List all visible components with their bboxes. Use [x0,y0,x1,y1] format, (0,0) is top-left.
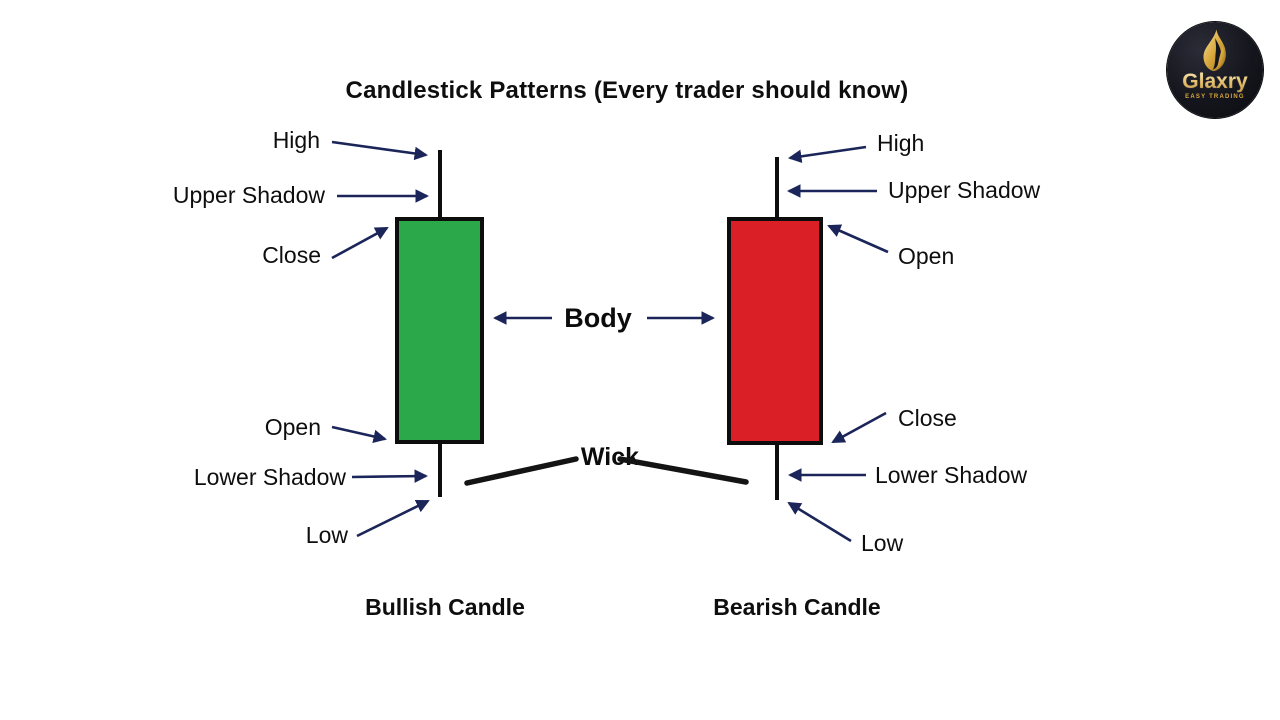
label-bullish-upper-shadow: Upper Shadow [172,182,325,208]
bearish-candle-body [727,217,823,445]
arrow-bullish-lower-shadow [351,469,429,483]
label-body: Body [564,303,632,333]
flame-icon [1203,29,1226,72]
bearish-lower-wick [775,445,779,500]
arrow-bullish-low [356,499,430,538]
label-bullish-high: High [272,127,320,153]
bearish-upper-wick [775,157,779,218]
label-bullish-low: Low [305,522,348,548]
arrow-bearish-high [787,145,867,164]
brand-name: Glaxry [1182,70,1248,93]
arrow-bullish-open [331,425,387,444]
arrow-bullish-high [331,140,429,161]
label-bearish-high: High [877,130,925,156]
label-bearish-lower-shadow: Lower Shadow [875,462,1028,488]
bullish-candle-body [395,217,484,444]
label-bearish-close: Close [898,405,957,431]
diagram-title: Candlestick Patterns (Every trader shoul… [345,77,909,104]
label-bullish-close: Close [262,242,321,268]
bullish-upper-wick [438,150,442,218]
arrow-bearish-close [831,411,887,444]
label-bearish-open: Open [898,243,955,269]
caption-bearish-candle: Bearish Candle [713,594,881,620]
arrow-bullish-close [331,226,389,260]
arrow-bearish-low [787,501,852,543]
brand-logo: Glaxry EASY TRADING [1167,22,1263,118]
label-bullish-open: Open [264,414,321,440]
arrow-bearish-open [827,224,889,254]
label-bearish-upper-shadow: Upper Shadow [888,177,1041,203]
caption-bullish-candle: Bullish Candle [365,594,525,620]
brand-tagline: EASY TRADING [1185,94,1245,100]
wick-pointer-left [464,456,579,486]
bullish-lower-wick [438,444,442,497]
label-bullish-lower-shadow: Lower Shadow [193,464,346,490]
label-wick: Wick [580,443,640,471]
label-bearish-low: Low [861,530,904,556]
